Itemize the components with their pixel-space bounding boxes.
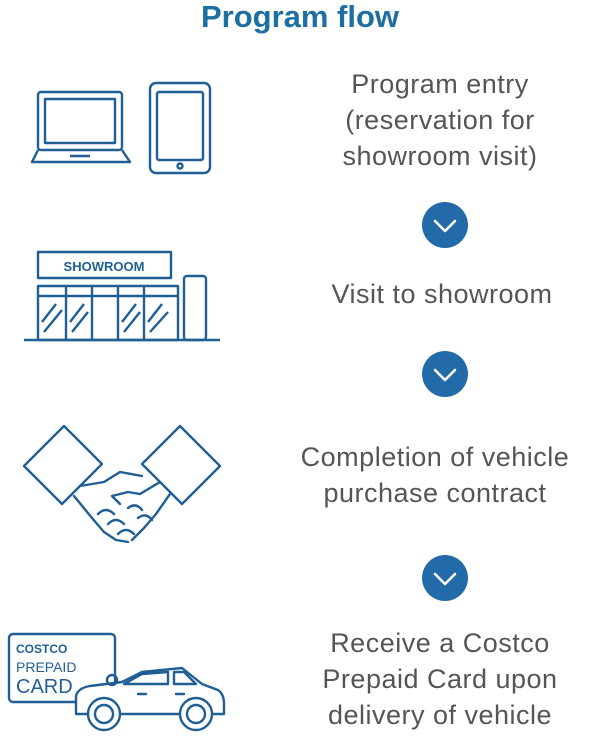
step-3-text: Completion of vehicle purchase contract bbox=[270, 439, 600, 511]
step-2-text: Visit to showroom bbox=[284, 276, 600, 312]
card-line-2: PREPAID bbox=[16, 659, 76, 675]
chevron-down-icon bbox=[422, 351, 468, 397]
step-4-line-2: Prepaid Card upon bbox=[322, 664, 558, 694]
step-4-text: Receive a Costco Prepaid Card upon deliv… bbox=[280, 625, 600, 733]
step-1-line-1: Program entry bbox=[351, 69, 529, 99]
card-line-1: COSTCO bbox=[16, 642, 67, 656]
step-1-line-2: (reservation for bbox=[345, 105, 535, 135]
chevron-down-icon bbox=[422, 202, 468, 248]
showroom-sign-text: SHOWROOM bbox=[64, 259, 145, 274]
computer-and-tablet-icon bbox=[30, 80, 215, 181]
step-2-line-1: Visit to showroom bbox=[331, 279, 553, 309]
step-4-line-3: delivery of vehicle bbox=[327, 700, 553, 730]
step-1-text: Program entry (reservation for showroom … bbox=[280, 66, 600, 174]
step-3-line-2: purchase contract bbox=[323, 478, 547, 508]
page-title: Program flow bbox=[200, 0, 400, 34]
prepaid-card-and-car-icon: COSTCO PREPAID CARD bbox=[6, 630, 231, 739]
step-1-line-3: showroom visit) bbox=[342, 141, 538, 171]
card-line-3: CARD bbox=[16, 676, 73, 698]
step-4-line-1: Receive a Costco bbox=[330, 628, 550, 658]
showroom-icon: SHOWROOM bbox=[22, 250, 222, 351]
chevron-down-icon bbox=[422, 555, 468, 601]
handshake-icon bbox=[20, 422, 225, 555]
step-3-line-1: Completion of vehicle bbox=[300, 442, 570, 472]
